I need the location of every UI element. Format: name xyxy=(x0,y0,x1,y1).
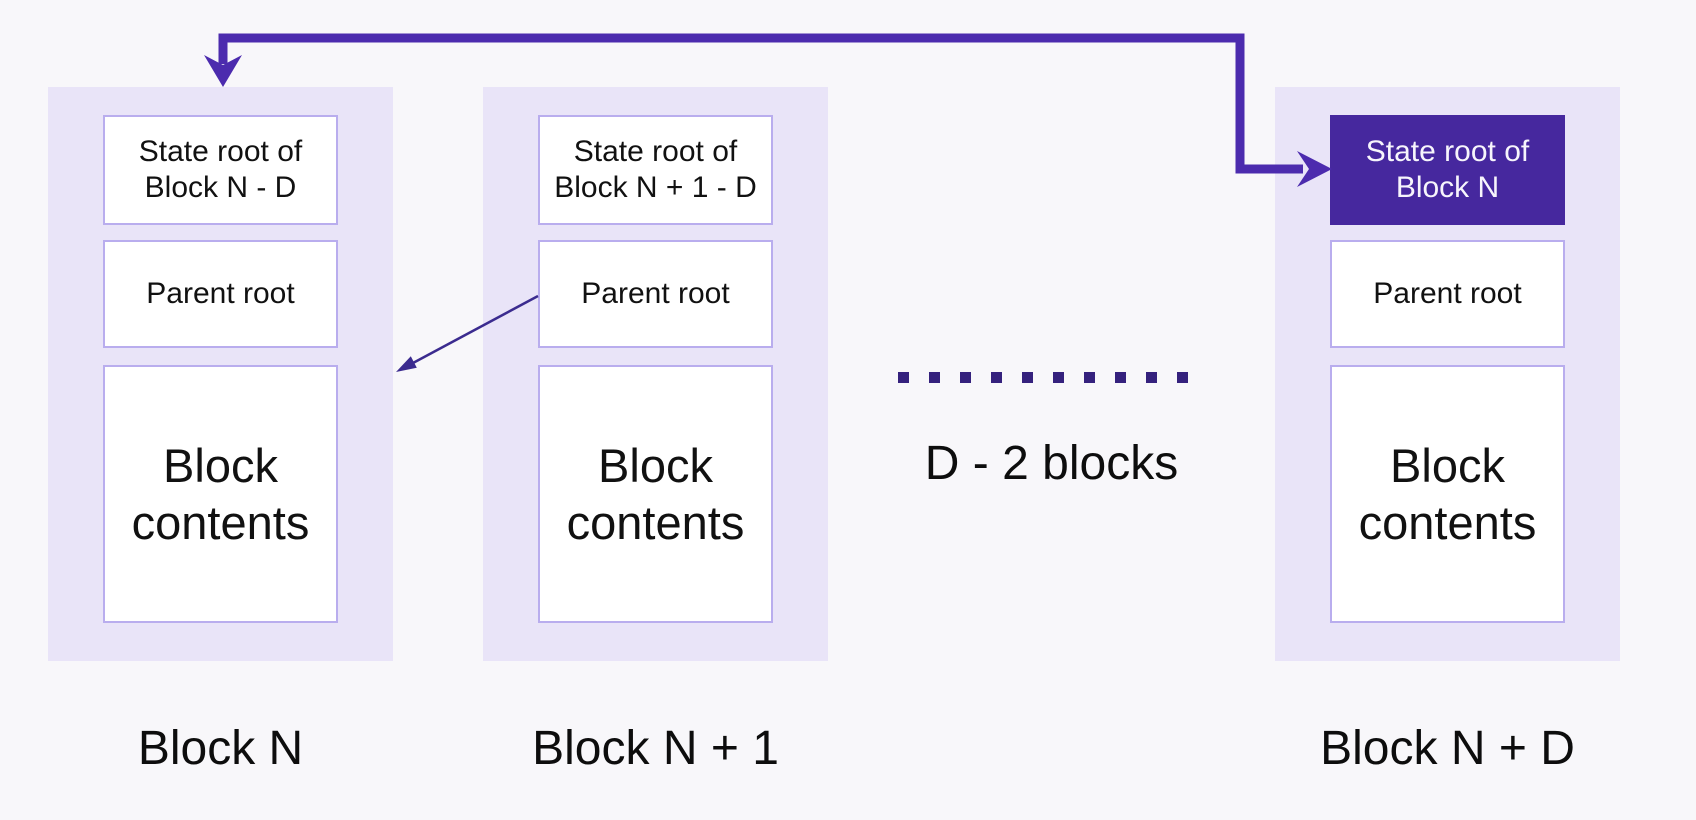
dot xyxy=(1146,372,1157,383)
parent-root-label: Parent root xyxy=(1373,277,1522,310)
contents-line2: contents xyxy=(566,496,745,549)
dot xyxy=(991,372,1002,383)
contents-line1: Block xyxy=(598,439,713,492)
state-root-box-highlighted: State root of Block N xyxy=(1330,115,1565,225)
state-root-box: State root of Block N + 1 - D xyxy=(538,115,773,225)
dot xyxy=(929,372,940,383)
dot xyxy=(1053,372,1064,383)
dot xyxy=(960,372,971,383)
parent-root-box: Parent root xyxy=(1330,240,1565,348)
dot xyxy=(1115,372,1126,383)
block-column-n: State root of Block N - D Parent root Bl… xyxy=(48,87,393,661)
contents-line2: contents xyxy=(1358,496,1537,549)
block-column-n-plus-1: State root of Block N + 1 - D Parent roo… xyxy=(483,87,828,661)
state-root-line2: Block N + 1 - D xyxy=(554,171,757,204)
state-root-line2: Block N - D xyxy=(144,171,297,204)
gap-label: D - 2 blocks xyxy=(924,437,1179,490)
block-label-n-plus-1: Block N + 1 xyxy=(532,722,779,775)
state-root-line1: State root of xyxy=(138,135,303,168)
state-root-line1: State root of xyxy=(1365,135,1530,168)
state-root-line1: State root of xyxy=(573,135,738,168)
dot xyxy=(898,372,909,383)
contents-line2: contents xyxy=(131,496,310,549)
contents-line1: Block xyxy=(163,439,278,492)
state-root-box: State root of Block N - D xyxy=(103,115,338,225)
block-label-n-plus-d: Block N + D xyxy=(1320,722,1575,775)
state-root-line2: Block N xyxy=(1395,171,1500,204)
dot xyxy=(1084,372,1095,383)
block-label-n: Block N xyxy=(137,722,304,775)
block-column-n-plus-d: State root of Block N Parent root Block … xyxy=(1275,87,1620,661)
block-contents-box: Block contents xyxy=(103,365,338,623)
dots-row xyxy=(898,372,1188,383)
dot xyxy=(1177,372,1188,383)
dot xyxy=(1022,372,1033,383)
parent-root-label: Parent root xyxy=(146,277,295,310)
block-contents-box: Block contents xyxy=(1330,365,1565,623)
parent-root-label: Parent root xyxy=(581,277,730,310)
block-contents-box: Block contents xyxy=(538,365,773,623)
parent-root-box: Parent root xyxy=(538,240,773,348)
contents-line1: Block xyxy=(1390,439,1505,492)
parent-root-box: Parent root xyxy=(103,240,338,348)
